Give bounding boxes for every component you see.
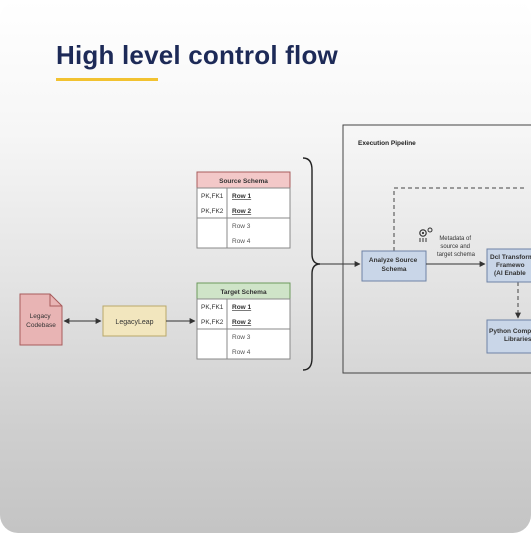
target-row-4-label: Row 4 <box>232 349 251 356</box>
dashed-feedback-loop <box>393 187 525 251</box>
slide-title: High level control flow <box>56 40 338 70</box>
metadata-line-2: source and <box>440 244 470 250</box>
target-schema-table: Target Schema PK,FK1 Row 1 PK,FK2 Row 2 … <box>196 282 291 360</box>
execution-pipeline-container: Execution Pipeline <box>342 124 531 374</box>
target-row-1-label: Row 1 <box>232 304 252 311</box>
source-row-3-label: Row 3 <box>232 223 251 230</box>
analyze-source-schema-node: Analyze Source Schema <box>361 250 427 282</box>
analyze-line-2: Schema <box>382 266 407 273</box>
legacyleap-label: LegacyLeap <box>115 319 153 326</box>
transform-line-3: (AI Enable <box>494 270 526 277</box>
legacy-codebase-node: Legacy Codebase <box>19 293 63 346</box>
target-row-2-label: Row 2 <box>232 319 252 326</box>
target-row-1-key: PK,FK1 <box>201 304 224 311</box>
source-row-1-label: Row 1 <box>232 193 252 200</box>
schemas-curly-brace <box>302 157 321 371</box>
python-line-2: Libraries <box>504 336 531 343</box>
metadata-line-3: target schema <box>437 252 476 258</box>
source-row-2-key: PK,FK2 <box>201 208 224 215</box>
transform-line-1: Dcl Transform <box>490 254 531 261</box>
source-row-2-label: Row 2 <box>232 208 252 215</box>
transform-line-2: Framewo <box>496 262 525 269</box>
legacy-codebase-label: Legacy Codebase <box>26 313 56 329</box>
python-line-1: Python Compo <box>489 328 531 335</box>
legacy-codebase-line-1: Legacy <box>30 313 52 320</box>
execution-pipeline-label: Execution Pipeline <box>358 140 416 147</box>
title-underline <box>56 78 158 81</box>
target-schema-header: Target Schema <box>220 289 267 296</box>
legacy-codebase-line-2: Codebase <box>26 322 56 329</box>
metadata-line-1: Metadata of <box>439 236 471 242</box>
source-schema-table: Source Schema PK,FK1 Row 1 PK,FK2 Row 2 … <box>196 171 291 249</box>
python-components-node: Python Compo Libraries <box>486 319 531 354</box>
source-row-1-key: PK,FK1 <box>201 193 224 200</box>
target-row-3-label: Row 3 <box>232 334 251 341</box>
legacyleap-node: LegacyLeap <box>102 305 167 337</box>
metadata-label: Metadata of source and target schema <box>437 236 476 258</box>
analyze-line-1: Analyze Source <box>369 257 418 264</box>
source-row-4-label: Row 4 <box>232 238 251 245</box>
source-schema-header: Source Schema <box>219 178 268 185</box>
transform-framework-label: Dcl Transform Framewo (AI Enable <box>490 254 531 277</box>
python-components-label: Python Compo Libraries <box>489 328 531 343</box>
ai-gear-icon <box>419 227 433 242</box>
target-row-2-key: PK,FK2 <box>201 319 224 326</box>
analyze-source-schema-label: Analyze Source Schema <box>369 257 419 273</box>
transform-framework-node: Dcl Transform Framewo (AI Enable <box>486 248 531 283</box>
